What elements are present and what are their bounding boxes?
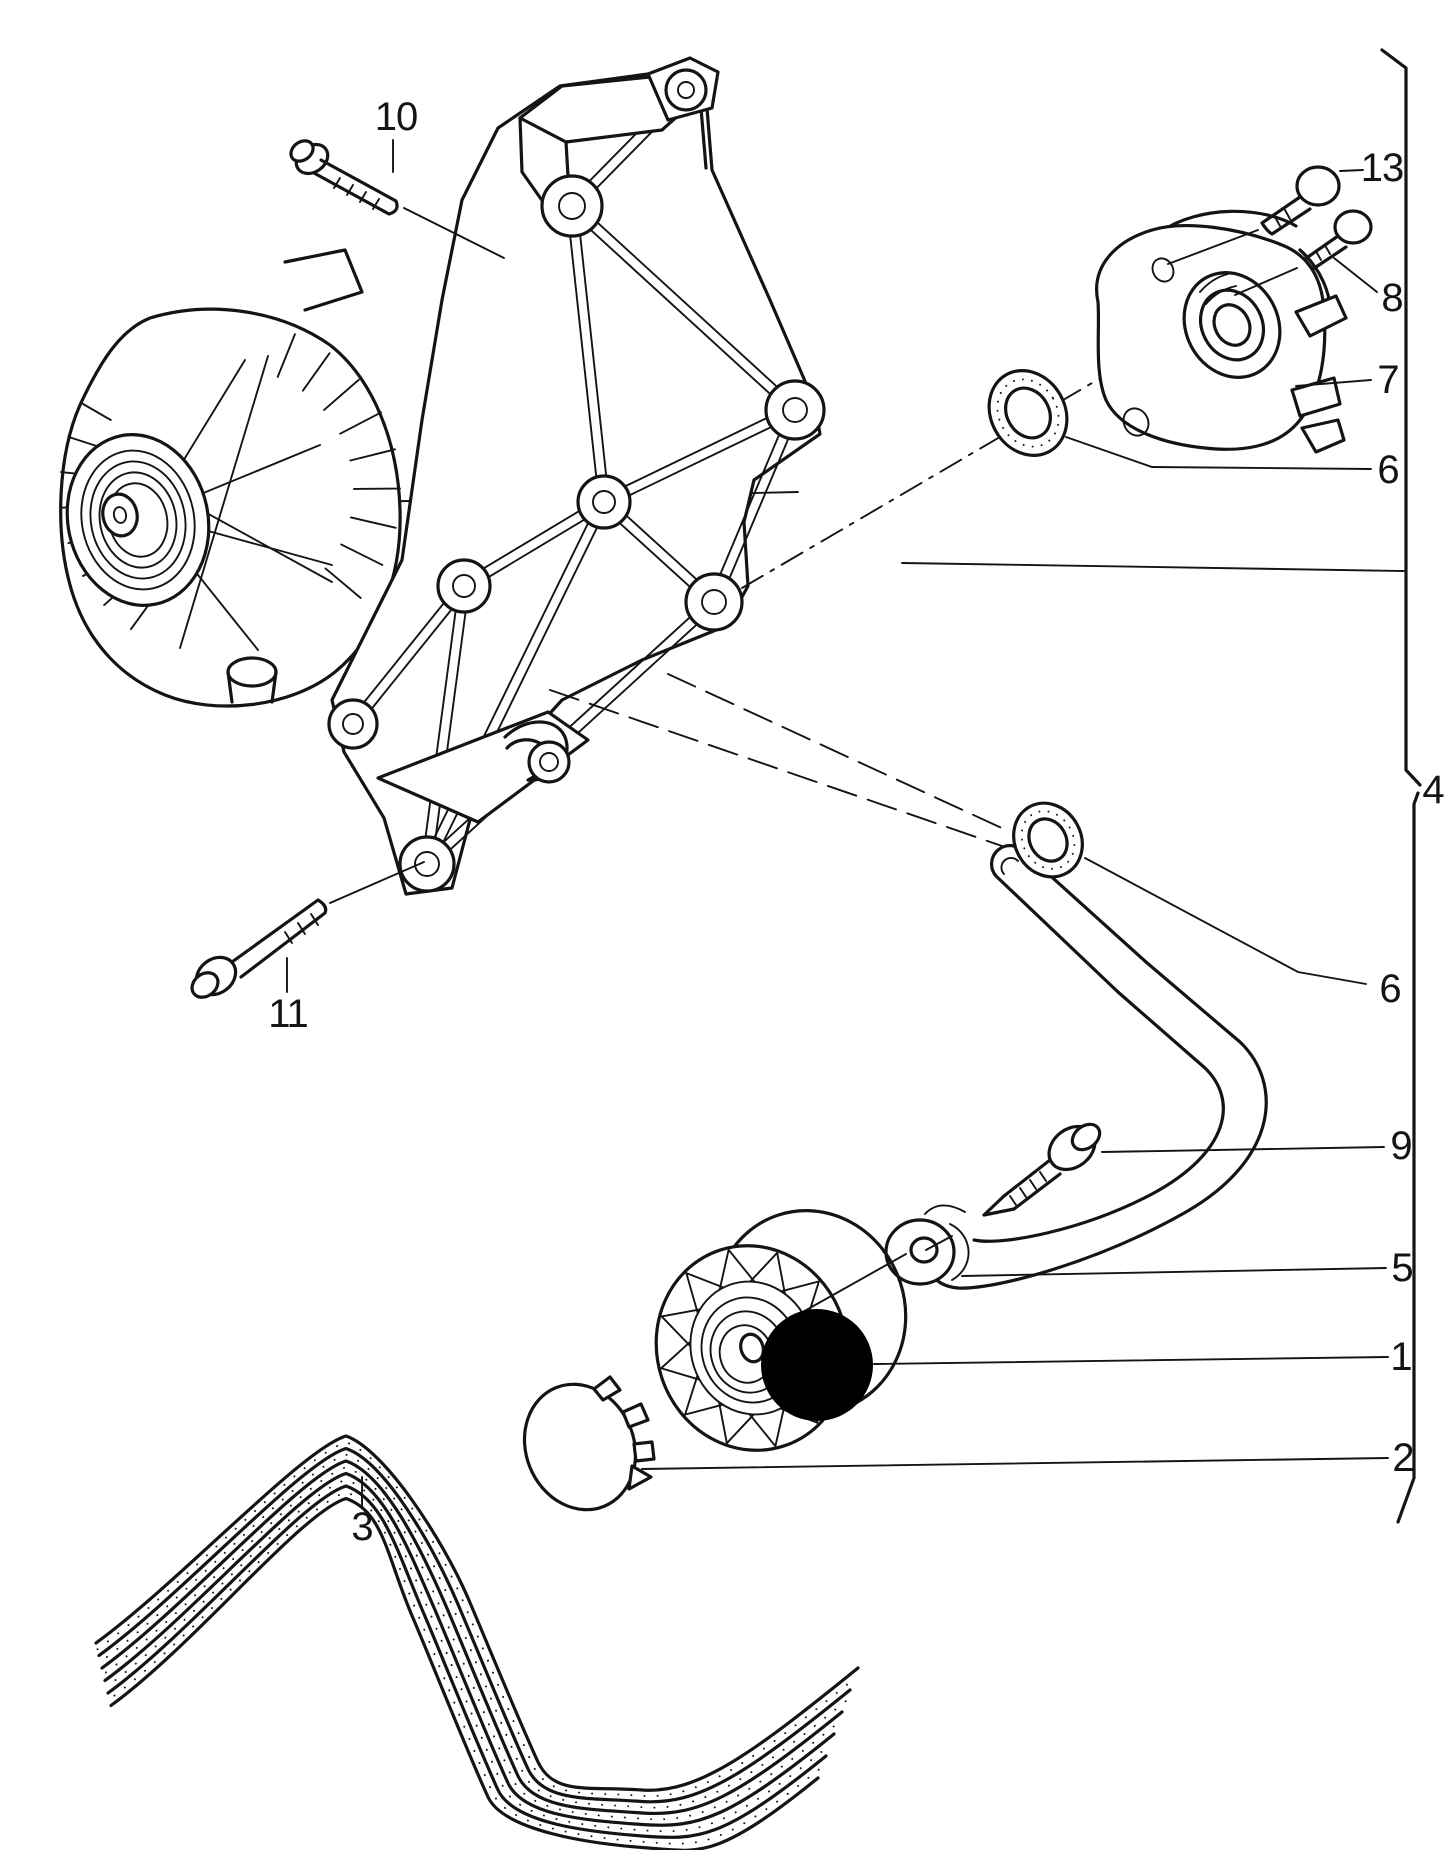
callout-9-label[interactable]: 9 — [1390, 1124, 1412, 1168]
callout-1-label[interactable]: 1 — [1390, 1335, 1412, 1379]
bolt-8 — [1234, 209, 1373, 296]
mounting-bracket — [327, 56, 826, 896]
leader-5 — [961, 1267, 1387, 1277]
bushing-lower — [1012, 801, 1084, 879]
ribbed-belt-3 — [94, 1434, 860, 1850]
bolt-10 — [289, 139, 505, 259]
leader-9 — [1101, 1146, 1385, 1153]
callout-3-label[interactable]: 3 — [351, 1505, 373, 1549]
leader-2 — [641, 1457, 1389, 1470]
pulley-dust-cap-2 — [522, 1375, 656, 1512]
callout-labels: 10 13 8 7 6 4 11 6 9 5 1 2 3 — [268, 95, 1445, 1549]
bracket-clevis-curl — [503, 720, 569, 782]
callout-4-label[interactable]: 4 — [1422, 768, 1445, 812]
leader-1 — [873, 1356, 1389, 1365]
group-bracket-4-line — [1380, 48, 1422, 1524]
alternator-pulley — [65, 433, 211, 607]
leader-7 — [1295, 379, 1372, 387]
bracket-foot-plate — [376, 710, 590, 824]
callout-10-label[interactable]: 10 — [375, 95, 419, 139]
bushing-upper — [987, 369, 1069, 457]
guide-line-to-group-bracket — [901, 562, 1405, 572]
bracket-bosses — [327, 68, 826, 893]
callout-7-label[interactable]: 7 — [1377, 358, 1399, 402]
callout-8-label[interactable]: 8 — [1381, 276, 1403, 320]
callout-leader-lines — [286, 139, 1389, 1508]
mounting-flange-housing-7 — [1095, 209, 1348, 454]
leader-8 — [1333, 257, 1378, 293]
selection-marker-dot — [761, 1309, 873, 1421]
callout-2-label[interactable]: 2 — [1392, 1436, 1414, 1480]
tensioner-lever-arm-5 — [884, 843, 1268, 1290]
leader-6-lower — [1084, 857, 1367, 985]
bolt-13 — [1167, 165, 1341, 265]
bolt-9 — [925, 1122, 1102, 1251]
callout-11-label[interactable]: 11 — [268, 992, 309, 1036]
callout-5-label[interactable]: 5 — [1391, 1246, 1413, 1290]
leader-6-upper — [1065, 436, 1372, 470]
alternator-rear-lug — [226, 656, 278, 704]
callout-6-upper-label[interactable]: 6 — [1377, 448, 1399, 492]
leader-13 — [1339, 169, 1364, 172]
callout-6-lower-label[interactable]: 6 — [1379, 967, 1401, 1011]
bolt-11 — [190, 861, 425, 999]
alternator — [59, 248, 402, 708]
callout-13-label[interactable]: 13 — [1361, 146, 1405, 190]
